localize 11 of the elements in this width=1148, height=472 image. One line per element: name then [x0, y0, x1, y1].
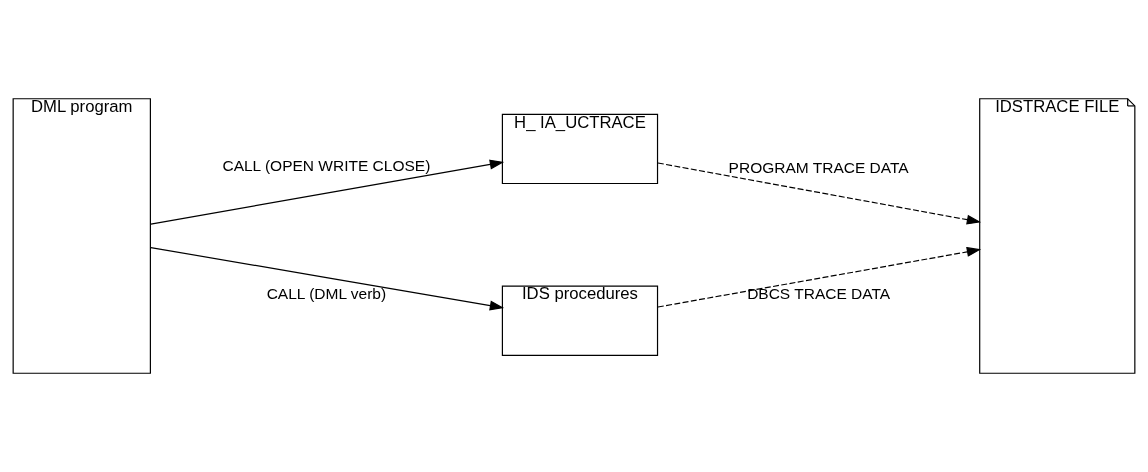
node-box: H_ IA_UCTRACE	[501, 113, 659, 185]
arrow	[150, 159, 505, 225]
arrow	[657, 246, 982, 308]
edge-label: PROGRAM TRACE DATA	[728, 159, 909, 177]
edge-label: CALL (OPEN WRITE CLOSE)	[222, 156, 431, 174]
arrow	[150, 247, 505, 311]
edge-label: CALL (DML verb)	[266, 284, 387, 302]
node-box: DML program	[12, 98, 151, 374]
edge-label: DBCS TRACE DATA	[747, 284, 891, 302]
node-box: IDS procedures	[501, 285, 659, 356]
arrow	[657, 162, 982, 225]
